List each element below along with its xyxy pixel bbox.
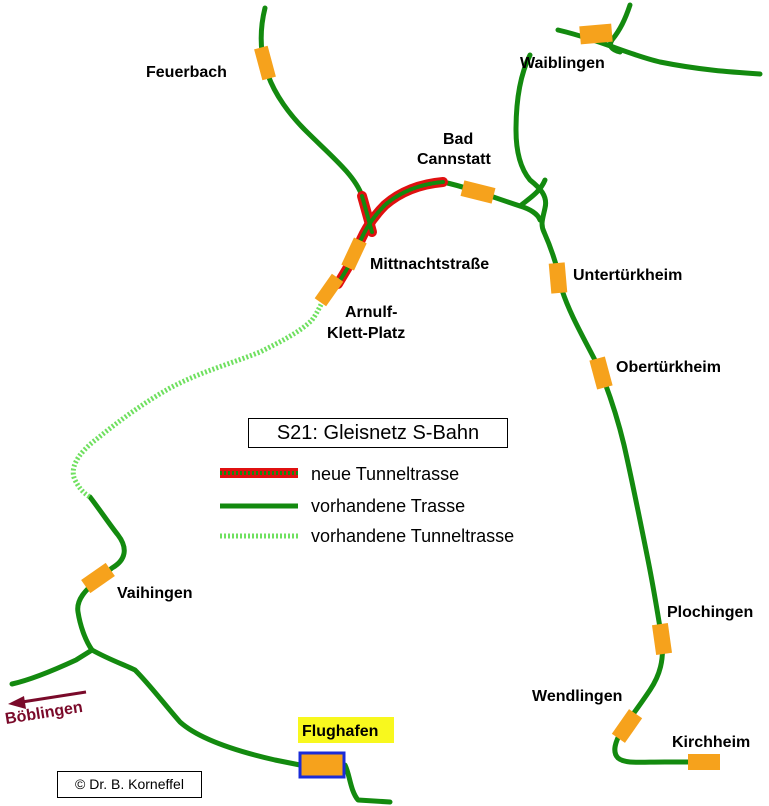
station-arnulf-klett-platz-marker [314,273,344,307]
track-waiblingen-curve [517,177,548,209]
station-markers [81,23,720,770]
legend-swatch-new-tunnel [220,468,298,478]
new-tunnel-route [333,177,448,289]
track-airport [89,647,393,805]
label-klett-platz: Klett-Platz [327,325,405,342]
track-waiblingen-south [513,52,549,235]
label-plochingen: Plochingen [667,604,753,621]
existing-tracks [9,2,763,805]
station-obertuerkheim-marker [589,356,613,390]
label-vaihingen: Vaihingen [117,585,193,602]
label-mittnachtstrasse: Mittnachtstraße [370,256,489,273]
label-waiblingen: Waiblingen [520,55,605,72]
legend-label-existing-track: vorhandene Trasse [311,496,465,516]
label-untertuerkheim: Untertürkheim [573,267,682,284]
legend-label-existing-tunnel: vorhandene Tunneltrasse [311,526,514,546]
airport-label-background [298,717,394,743]
station-wendlingen-marker [611,709,643,743]
label-kirchheim: Kirchheim [672,734,750,751]
label-obertuerkheim: Obertürkheim [616,359,721,376]
airport-station-marker [298,751,346,779]
existing-tunnel-route [70,288,331,500]
station-feuerbach-marker [254,45,276,81]
track-feuerbach [258,5,365,199]
station-kirchheim-marker [688,754,720,770]
station-waiblingen-marker [579,23,613,45]
station-vaihingen-marker [81,562,115,594]
label-feuerbach: Feuerbach [146,64,227,81]
legend: neue Tunneltrasse vorhandene Trasse vorh… [220,464,514,546]
copyright-notice: © Dr. B. Korneffel [57,771,202,798]
label-arnulf: Arnulf- [345,304,397,321]
label-bad: Bad [443,131,473,148]
legend-label-new-tunnel: neue Tunneltrasse [311,464,459,484]
label-wendlingen: Wendlingen [532,688,622,705]
label-cannstatt: Cannstatt [417,151,491,168]
station-untertuerkheim-marker [548,262,568,294]
boeblingen-direction-arrow [8,690,87,709]
station-mittnachtstrasse-marker [341,237,367,271]
track-wendlingen-kirchheim [612,727,708,765]
track-main-south [541,229,665,733]
station-badcannstatt-marker [460,180,496,204]
station-plochingen-marker [651,623,673,655]
label-flughafen: Flughafen [302,723,378,740]
map-title: S21: Gleisnetz S-Bahn [248,418,508,448]
track-vaihingen [9,494,127,687]
